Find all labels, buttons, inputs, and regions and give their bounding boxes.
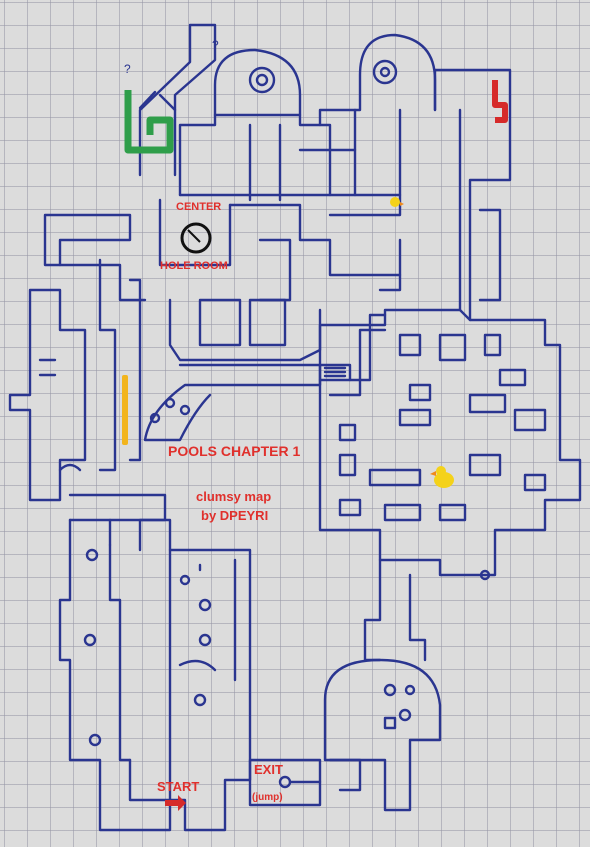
yellow-bar xyxy=(122,375,128,445)
map-walls xyxy=(8,23,582,832)
map-subtitle-line2: by DPEYRI xyxy=(201,508,269,523)
center-hole xyxy=(180,222,212,254)
center-label: CENTER xyxy=(176,201,222,213)
center-hole-mark xyxy=(187,229,201,243)
unknown-marker: ? xyxy=(212,38,219,52)
exit-label: EXIT xyxy=(254,762,283,777)
duck-icon-small xyxy=(390,197,404,207)
duck-icon xyxy=(430,466,454,488)
red-pipe xyxy=(492,80,508,123)
hole-room-label: HOLE ROOM xyxy=(160,260,228,272)
map-subtitle-line1: clumsy map xyxy=(196,489,272,504)
start-label: START xyxy=(157,779,200,794)
exit-note-label: (jump) xyxy=(252,792,283,803)
start-arrow-icon xyxy=(165,795,186,811)
unknown-marker: ? xyxy=(124,62,131,76)
map-title: POOLS CHAPTER 1 xyxy=(168,443,301,459)
green-pipe xyxy=(124,90,174,154)
